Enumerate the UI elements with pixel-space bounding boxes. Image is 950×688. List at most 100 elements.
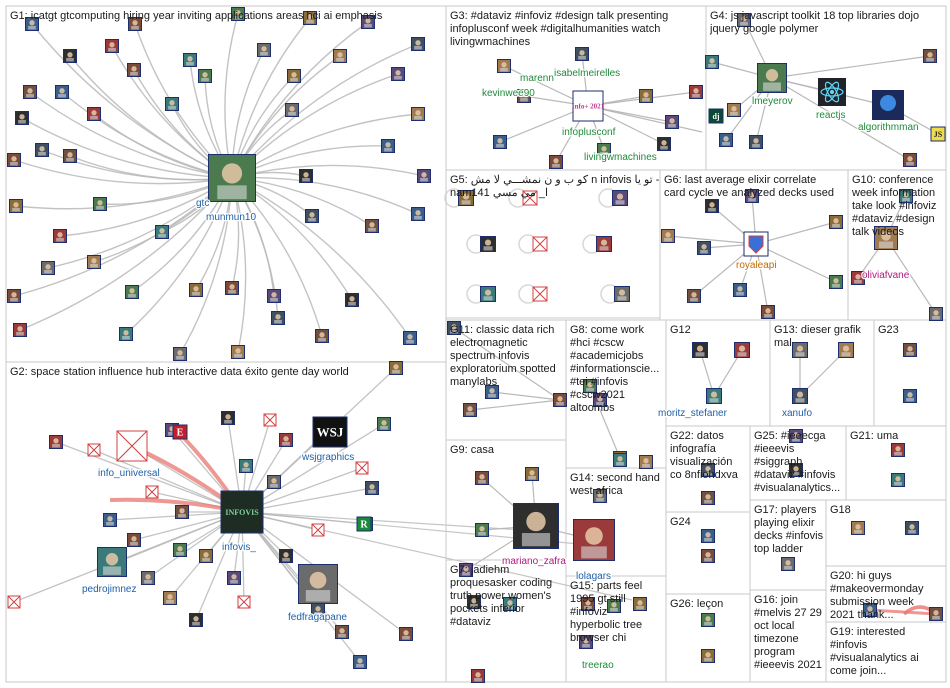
vertex-thumbnail xyxy=(155,225,169,239)
vertex-thumbnail xyxy=(463,403,477,417)
vertex-thumbnail xyxy=(706,388,722,404)
vertex-thumbnail xyxy=(612,190,628,206)
vertex-thumbnail xyxy=(705,199,719,213)
group-title-g21: G21: uma xyxy=(850,430,899,442)
vertex-thumbnail xyxy=(597,143,611,157)
vertex-thumbnail xyxy=(7,153,21,167)
vertex-label-mariano-zafra: mariano_zafra xyxy=(502,556,566,567)
edge xyxy=(241,487,373,513)
edge xyxy=(491,391,561,401)
vertex-thumbnail xyxy=(163,591,177,605)
vertex-thumbnail xyxy=(891,443,905,457)
vertex-thumbnail xyxy=(183,53,197,67)
vertex-label-algorithmman: algorithmman xyxy=(858,122,919,133)
vertex-thumbnail xyxy=(701,613,715,627)
edge xyxy=(55,441,243,513)
vertex-thumbnail xyxy=(267,289,281,303)
vertex-thumbnail xyxy=(838,342,854,358)
vertex-thumbnail xyxy=(761,305,775,319)
vertex-thumbnail xyxy=(697,241,711,255)
vertex-thumbnail xyxy=(701,549,715,563)
vertex-thumbnail xyxy=(345,293,359,307)
vertex-missing-image xyxy=(532,236,548,252)
vertex-thumbnail xyxy=(15,111,29,125)
vertex-missing-image xyxy=(7,595,21,609)
svg-text:dj: dj xyxy=(712,112,719,121)
vertex-thumbnail xyxy=(189,283,203,297)
vertex-thumbnail xyxy=(792,388,808,404)
edge xyxy=(231,43,419,179)
vertex-thumbnail xyxy=(49,435,63,449)
vertex-thumbnail xyxy=(929,307,943,321)
vertex-thumbnail xyxy=(480,286,496,302)
vertex-thumbnail xyxy=(391,67,405,81)
edge xyxy=(231,177,247,353)
vertex-missing-image xyxy=(87,443,101,457)
vertex-thumbnail xyxy=(719,133,733,147)
infovis-logo-icon: INFOVIS xyxy=(220,490,264,534)
vertex-label-treerao: treerao xyxy=(582,660,614,671)
panel-g19 xyxy=(825,621,947,683)
vertex-missing-image xyxy=(263,413,277,427)
vertex-thumbnail xyxy=(93,197,107,211)
vertex-missing-image xyxy=(522,190,538,206)
vertex-thumbnail xyxy=(127,533,141,547)
wsj-logo-icon: WSJ xyxy=(312,416,348,448)
vertex-thumbnail xyxy=(199,549,213,563)
vertex-thumbnail xyxy=(727,103,741,117)
vertex-thumbnail xyxy=(583,379,597,393)
vertex-missing-image xyxy=(311,523,325,537)
vertex-thumbnail xyxy=(125,285,139,299)
vertex-thumbnail xyxy=(493,135,507,149)
vertex-thumbnail xyxy=(661,229,675,243)
r-logo-icon: R xyxy=(356,516,372,532)
vertex-thumbnail xyxy=(87,255,101,269)
vertex-thumbnail xyxy=(525,467,539,481)
vertex-lolagars xyxy=(573,519,615,561)
group-title-g1: G1: icatgt gtcomputing hiring year invit… xyxy=(10,10,383,22)
vertex-thumbnail xyxy=(929,607,943,621)
group-title-g18: G18 xyxy=(830,504,851,516)
vertex-thumbnail xyxy=(279,549,293,563)
vertex-thumbnail xyxy=(165,97,179,111)
vertex-thumbnail xyxy=(549,155,563,169)
vertex-label-lolagars: lolagars xyxy=(576,571,611,582)
royaleapi-shield-icon xyxy=(743,231,769,257)
vertex-thumbnail xyxy=(103,513,117,527)
vertex-thumbnail xyxy=(905,521,919,535)
vertex-mariano-zafra xyxy=(513,503,559,549)
vertex-thumbnail xyxy=(471,669,485,683)
vertex-thumbnail xyxy=(87,107,101,121)
vertex-thumbnail xyxy=(593,393,607,407)
vertex-lmeyerov xyxy=(757,63,787,93)
hub-vertex-g1 xyxy=(208,154,256,202)
vertex-thumbnail xyxy=(53,229,67,243)
vertex-pedrojimnez xyxy=(97,547,127,577)
vertex-thumbnail xyxy=(829,215,843,229)
vertex-thumbnail xyxy=(829,275,843,289)
edge xyxy=(224,13,239,179)
edge xyxy=(587,105,703,133)
vertex-thumbnail xyxy=(411,207,425,221)
edge xyxy=(231,164,425,179)
vertex-thumbnail xyxy=(503,597,517,611)
vertex-thumbnail xyxy=(633,597,647,611)
vertex-thumbnail xyxy=(749,135,763,149)
vertex-thumbnail xyxy=(315,329,329,343)
edge xyxy=(771,55,931,79)
vertex-thumbnail xyxy=(467,595,481,609)
vertex-missing-image xyxy=(145,485,159,499)
vertex-label-lmeyerov: lmeyerov xyxy=(752,96,793,107)
edge xyxy=(231,176,419,215)
edge xyxy=(13,177,233,297)
vertex-thumbnail xyxy=(221,411,235,425)
vertex-label-info-universal: info_universal xyxy=(98,468,160,479)
vertex-thumbnail xyxy=(239,459,253,473)
react-logo-icon xyxy=(818,78,846,106)
vertex-label-fedfragapane: fedfragapane xyxy=(288,612,347,623)
